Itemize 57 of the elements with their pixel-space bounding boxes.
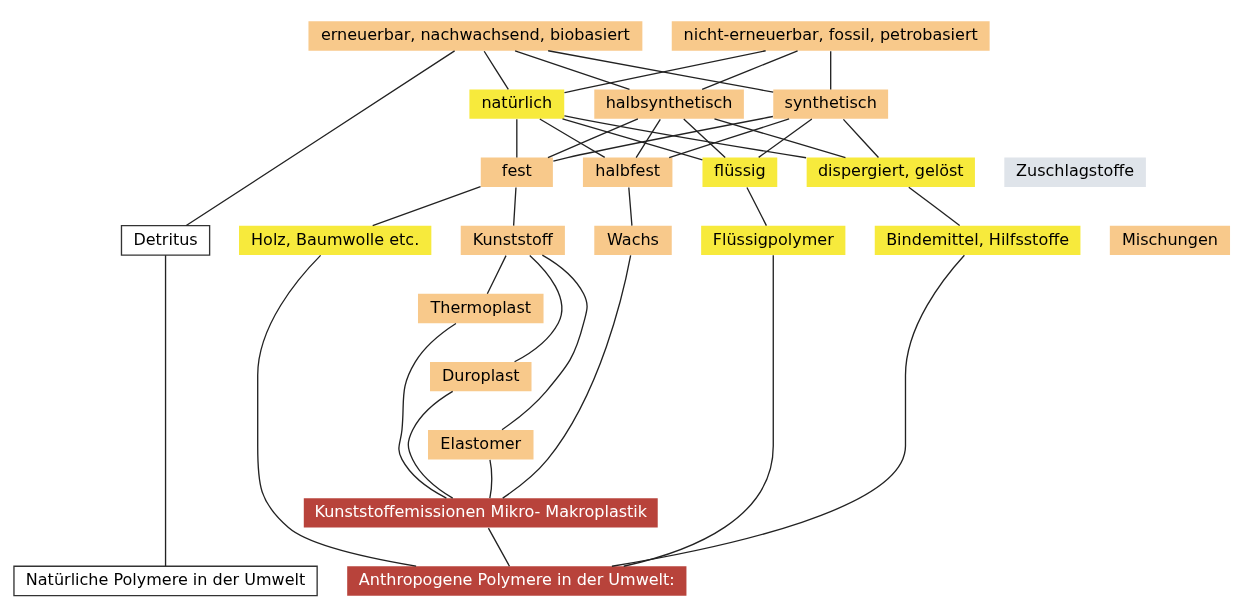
connector bbox=[513, 254, 563, 362]
connector bbox=[398, 322, 457, 499]
node-box: Duroplast bbox=[430, 361, 532, 391]
node-box: dispergiert, gelöst bbox=[806, 157, 975, 187]
connector bbox=[407, 390, 454, 499]
connector bbox=[164, 254, 167, 567]
node-box: Flüssigpolymer bbox=[701, 225, 846, 255]
connector bbox=[552, 115, 774, 162]
node-box: halbsynthetisch bbox=[594, 88, 744, 119]
node-box: flüssig bbox=[702, 157, 778, 187]
connector bbox=[623, 254, 774, 567]
node-box: synthetisch bbox=[773, 88, 889, 119]
node-box: Wachs bbox=[594, 225, 672, 255]
node-box: halbfest bbox=[582, 157, 673, 187]
node-box: Natürliche Polymere in der Umwelt bbox=[13, 565, 318, 596]
node-box: Bindemittel, Hilfsstoffe bbox=[874, 225, 1081, 255]
node-box: Mischungen bbox=[1109, 225, 1231, 255]
connector bbox=[701, 49, 799, 90]
connector bbox=[668, 117, 790, 158]
node-box: Holz, Baumwolle etc. bbox=[239, 225, 432, 255]
node-box: Zuschlagstoffe bbox=[1004, 157, 1146, 187]
connector bbox=[842, 118, 880, 158]
node-box: Anthropogene Polymere in der Umwelt: bbox=[347, 565, 687, 596]
connector bbox=[514, 49, 631, 90]
connector bbox=[486, 254, 507, 294]
connector bbox=[185, 49, 456, 226]
node-box: erneuerbar, nachwachsend, biobasiert bbox=[308, 20, 643, 51]
connector bbox=[483, 50, 509, 90]
node-box: Kunststoff bbox=[460, 225, 565, 255]
connector bbox=[372, 185, 482, 226]
node-box: Elastomer bbox=[428, 429, 534, 459]
connector bbox=[628, 186, 633, 226]
connector bbox=[547, 117, 639, 158]
connector bbox=[257, 254, 417, 567]
connector bbox=[489, 458, 493, 499]
connector bbox=[502, 254, 632, 499]
connector bbox=[830, 50, 832, 90]
connector bbox=[611, 254, 966, 567]
connector bbox=[501, 253, 588, 430]
connector bbox=[758, 117, 813, 158]
connector bbox=[683, 117, 726, 158]
connector bbox=[746, 186, 768, 226]
node-box: fest bbox=[480, 157, 553, 187]
node-box: Kunststoffemissionen Mikro- Makroplastik bbox=[303, 497, 658, 528]
connector bbox=[563, 114, 807, 158]
connector bbox=[512, 186, 517, 226]
connector bbox=[539, 117, 606, 158]
connector bbox=[487, 526, 511, 567]
node-box: natürlich bbox=[469, 88, 565, 119]
connector bbox=[561, 117, 704, 161]
connector bbox=[908, 186, 961, 226]
connector bbox=[516, 118, 518, 158]
connector bbox=[635, 118, 661, 158]
connector bbox=[713, 117, 847, 158]
node-box: nicht-erneuerbar, fossil, petrobasiert bbox=[671, 20, 990, 51]
node-box: Thermoplast bbox=[418, 293, 544, 323]
node-box: Detritus bbox=[120, 224, 211, 256]
